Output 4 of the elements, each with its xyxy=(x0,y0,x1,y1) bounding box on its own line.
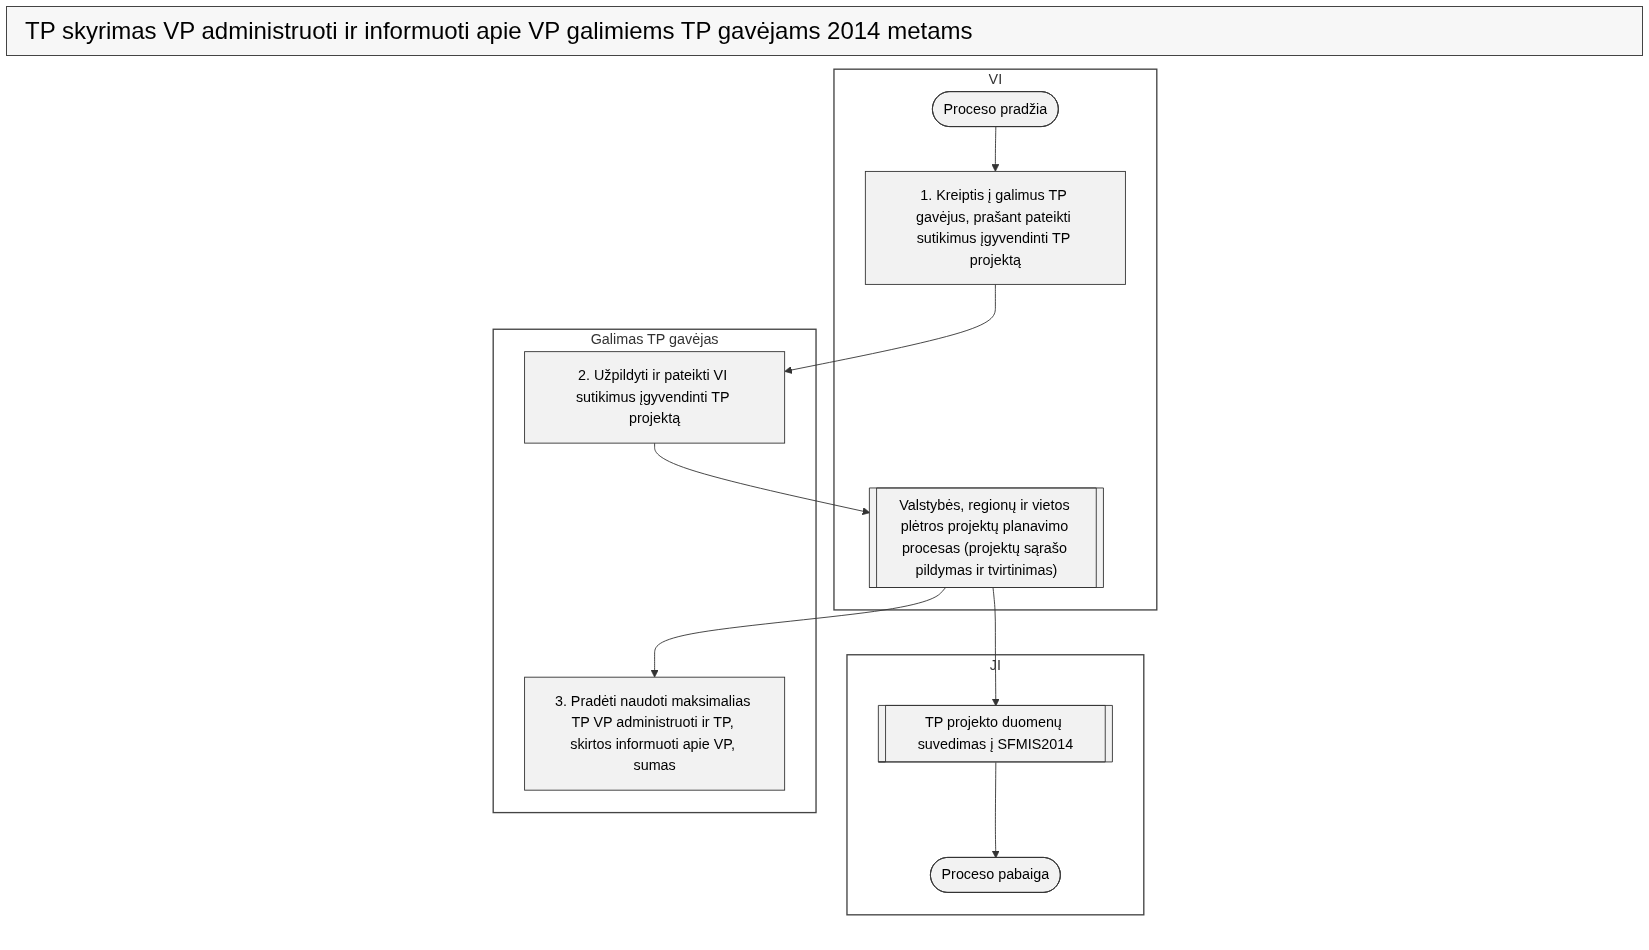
node-box: 2. Užpildyti ir pateikti VI sutikimus įgyvendinti TP projektą xyxy=(523,351,785,444)
node-box: 3. Pradėti naudoti maksimalias TP VP administruoti ir TP, skirtos informuoti apie VP, sumas xyxy=(523,676,785,791)
diagram-title: TP skyrimas VP administruoti ir informuoti apie VP galimiems TP gavėjams 2014 metams xyxy=(6,6,1643,56)
node-box: 1. Kreiptis į galimus TP gavėjus, prašant pateikti sutikimus įgyvendinti TP projektą xyxy=(864,170,1126,285)
